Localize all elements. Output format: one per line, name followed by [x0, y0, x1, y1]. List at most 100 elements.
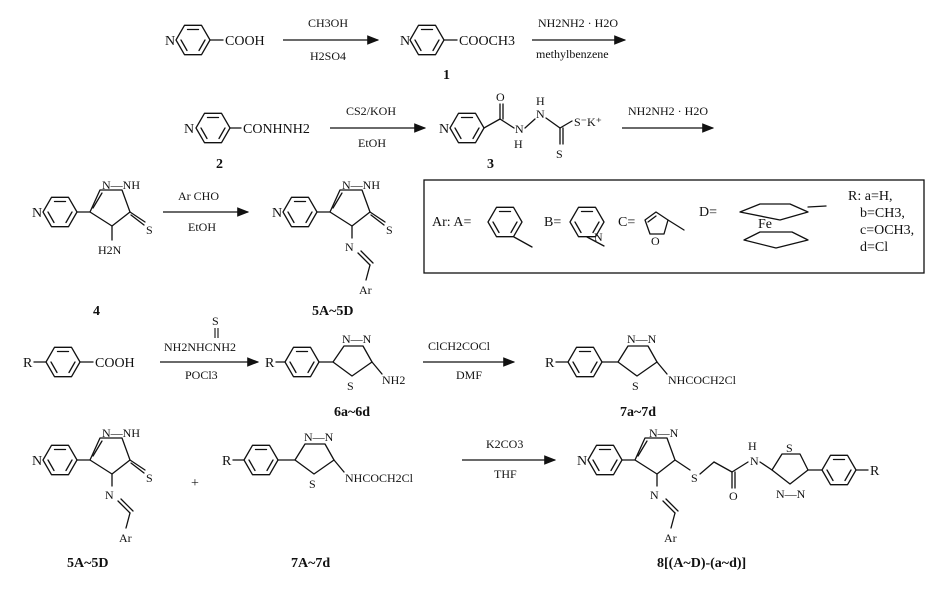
- svg-text:N: N: [400, 34, 410, 49]
- isonicotinic-acid: N COOH: [165, 24, 265, 56]
- cond-clch2cocl: ClCH2COCl: [428, 339, 491, 353]
- cond-etoh: EtOH: [358, 136, 386, 150]
- svg-text:N—N: N—N: [776, 487, 806, 501]
- cond-archo: Ar CHO: [178, 189, 219, 203]
- compound-number-1: 1: [443, 68, 450, 83]
- svg-text:H: H: [514, 137, 523, 151]
- compound-number-7: 7a~7d: [620, 405, 656, 420]
- compound-6: R N—N S NH2 6a~6d: [265, 332, 405, 420]
- r-a: R: a=H,: [848, 189, 892, 204]
- cond-thf: THF: [494, 467, 517, 481]
- reactant-number-5: 5A~5D: [67, 556, 109, 571]
- svg-text:O: O: [496, 90, 505, 104]
- product-number-8: 8[(A~D)-(a~d)]: [657, 556, 746, 571]
- svg-text:N: N: [32, 206, 42, 221]
- cond-methylbenzene: methylbenzene: [536, 47, 609, 61]
- svg-text:S: S: [212, 314, 219, 328]
- svg-text:N: N: [184, 122, 194, 137]
- svg-text:N—N: N—N: [304, 430, 334, 444]
- svg-text:H2N: H2N: [98, 243, 122, 257]
- product-8: N N—N S O N H S N—N R N Ar 8[(A~D)-(a~d)…: [577, 426, 880, 571]
- svg-text:N: N: [439, 122, 449, 137]
- svg-text:N—NH: N—NH: [342, 178, 380, 192]
- svg-text:N: N: [650, 488, 659, 502]
- svg-text:S: S: [691, 471, 698, 485]
- fe-label: Fe: [758, 217, 772, 232]
- cond-dmf: DMF: [456, 368, 482, 382]
- compound-number-4: 4: [93, 304, 100, 319]
- svg-text:R: R: [870, 464, 880, 479]
- thiolate-label: S⁻K⁺: [574, 115, 602, 129]
- compound-5: N N—NH S N Ar 5A~5D: [272, 178, 393, 319]
- cond-ch3oh: CH3OH: [308, 16, 348, 30]
- label-c: C=: [618, 215, 635, 230]
- cooch3-label: COOCH3: [459, 34, 515, 49]
- svg-text:N: N: [272, 206, 282, 221]
- conhnh2-label: CONHNH2: [243, 122, 310, 137]
- svg-text:R: R: [545, 356, 555, 371]
- compound-number-5: 5A~5D: [312, 304, 354, 319]
- svg-text:O: O: [729, 489, 738, 503]
- svg-text:N: N: [536, 107, 545, 121]
- compound-2: N CONHNH2 2: [184, 112, 310, 172]
- svg-text:S: S: [556, 147, 563, 161]
- svg-text:N: N: [345, 240, 354, 254]
- compound-number-6: 6a~6d: [334, 405, 370, 420]
- svg-text:NHCOCH2Cl: NHCOCH2Cl: [345, 471, 414, 485]
- svg-text:N: N: [515, 122, 524, 136]
- svg-text:R: R: [222, 454, 232, 469]
- r-d: d=Cl: [860, 240, 888, 255]
- svg-text:N—NH: N—NH: [102, 178, 140, 192]
- cond-thiosemicarbazide: NH2NHCNH2: [164, 340, 236, 354]
- reactant-5: N N—NH S N Ar 5A~5D: [32, 426, 153, 571]
- svg-text:N: N: [105, 488, 114, 502]
- svg-text:Ar: Ar: [119, 531, 132, 545]
- compound-1: N COOCH3 1: [400, 24, 515, 83]
- svg-text:S: S: [146, 223, 153, 237]
- atom-n: N: [165, 34, 175, 49]
- svg-text:N—N: N—N: [342, 332, 372, 346]
- cond-cs2koh: CS2/KOH: [346, 104, 396, 118]
- label-b: B=: [544, 215, 561, 230]
- substituent-legend-box: Ar: A= B= N C= O D= Fe R: a=H, b=CH3, c=…: [423, 179, 925, 274]
- reactant-number-7: 7A~7d: [291, 556, 330, 571]
- svg-text:R: R: [23, 356, 33, 371]
- svg-text:NH2: NH2: [382, 373, 405, 387]
- svg-text:Ar: Ar: [359, 283, 372, 297]
- svg-text:H: H: [536, 94, 545, 108]
- ar-label: Ar: A=: [432, 215, 472, 230]
- svg-text:COOH: COOH: [95, 356, 135, 371]
- svg-text:N—NH: N—NH: [102, 426, 140, 440]
- cond-h2so4: H2SO4: [310, 49, 346, 63]
- compound-4: N N—NH S H2N 4: [32, 178, 153, 319]
- svg-text:N—N: N—N: [649, 426, 679, 440]
- benzoic-acid-r: R COOH: [23, 346, 135, 378]
- label-d: D=: [699, 205, 717, 220]
- compound-3: N O N H N H S S⁻K⁺ 3: [439, 90, 602, 172]
- svg-text:N: N: [577, 454, 587, 469]
- svg-text:S: S: [347, 379, 354, 393]
- reactant-7: R N—N S NHCOCH2Cl 7A~7d: [222, 430, 414, 571]
- svg-text:N—N: N—N: [627, 332, 657, 346]
- cond-pocl3: POCl3: [185, 368, 218, 382]
- svg-text:S: S: [309, 477, 316, 491]
- r-b: b=CH3,: [860, 206, 905, 221]
- svg-text:N: N: [32, 454, 42, 469]
- svg-text:S: S: [146, 471, 153, 485]
- compound-number-3: 3: [487, 157, 494, 172]
- svg-text:S: S: [632, 379, 639, 393]
- compound-7: R N—N S NHCOCH2Cl 7a~7d: [545, 332, 737, 420]
- svg-text:Ar: Ar: [664, 531, 677, 545]
- svg-text:NH2NH2 · H2O: NH2NH2 · H2O: [628, 104, 708, 118]
- svg-text:S: S: [386, 223, 393, 237]
- cooh-label: COOH: [225, 34, 265, 49]
- svg-text:N: N: [750, 454, 759, 468]
- compound-number-2: 2: [216, 157, 223, 172]
- svg-text:R: R: [265, 356, 275, 371]
- svg-text:N: N: [594, 230, 603, 244]
- cond-hydrazine: NH2NH2 · H2O: [538, 16, 618, 30]
- svg-text:S: S: [786, 441, 793, 455]
- plus-sign: +: [191, 476, 199, 491]
